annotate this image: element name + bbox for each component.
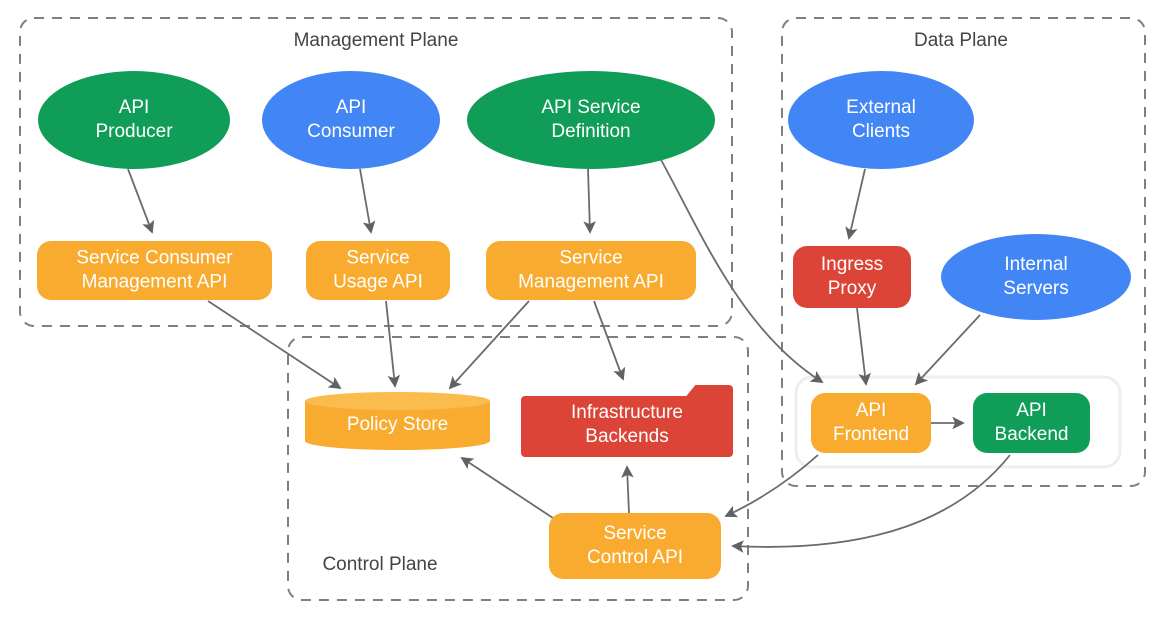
edge-external-clients-to-ingress <box>845 168 866 240</box>
edge-consumer-to-usage <box>359 168 376 234</box>
edge-control-to-policy <box>460 456 557 521</box>
edge-definition-to-mgmt <box>583 168 596 234</box>
node-shape-infrastructure-backends <box>521 385 733 457</box>
edge-consumer-mgmt-to-policy <box>207 300 342 390</box>
group-label-control-plane: Control Plane <box>322 554 437 575</box>
node-shape-internal-servers <box>941 234 1131 320</box>
node-shape-api-frontend <box>811 393 931 453</box>
edge-mgmt-to-infrastructure <box>593 300 626 381</box>
edge-paths <box>127 157 1011 553</box>
group-box-management-plane <box>19 17 733 327</box>
edge-mgmt-to-policy <box>448 300 530 390</box>
node-policy-store[interactable]: Policy Store <box>305 392 490 450</box>
node-shape-policy-store <box>305 401 490 450</box>
node-shape-service-management-api <box>486 241 696 300</box>
edge-usage-to-policy <box>385 300 401 388</box>
node-shape-api-consumer <box>262 71 440 169</box>
node-shape-ingress-proxy <box>793 246 911 308</box>
edge-frontend-to-control <box>724 454 819 518</box>
node-shape-api-producer <box>38 71 230 169</box>
group-box-control-plane <box>287 336 749 601</box>
edge-ingress-to-frontend <box>856 307 871 386</box>
cylinder-top-policy-store <box>305 392 490 410</box>
node-shape-external-clients <box>788 71 974 169</box>
subgroup-box-api-gateway-group <box>794 375 1122 469</box>
edge-definition-to-frontend <box>659 157 824 384</box>
group-boxes <box>19 17 1146 601</box>
edge-backend-to-control <box>731 454 1011 553</box>
edge-producer-to-consumer-mgmt <box>127 168 155 234</box>
node-shape-service-control-api <box>549 513 721 579</box>
subgroup-boxes <box>794 375 1122 469</box>
node-shape-service-consumer-management-api <box>37 241 272 300</box>
edge-internal-servers-to-frontend <box>914 314 981 386</box>
group-label-management-plane: Management Plane <box>294 30 459 51</box>
node-shape-api-service-definition <box>467 71 715 169</box>
group-box-data-plane <box>781 17 1146 487</box>
edge-control-to-infrastructure <box>621 465 634 514</box>
node-shape-api-backend <box>973 393 1090 453</box>
node-shape-service-usage-api <box>306 241 450 300</box>
group-label-data-plane: Data Plane <box>914 30 1008 51</box>
